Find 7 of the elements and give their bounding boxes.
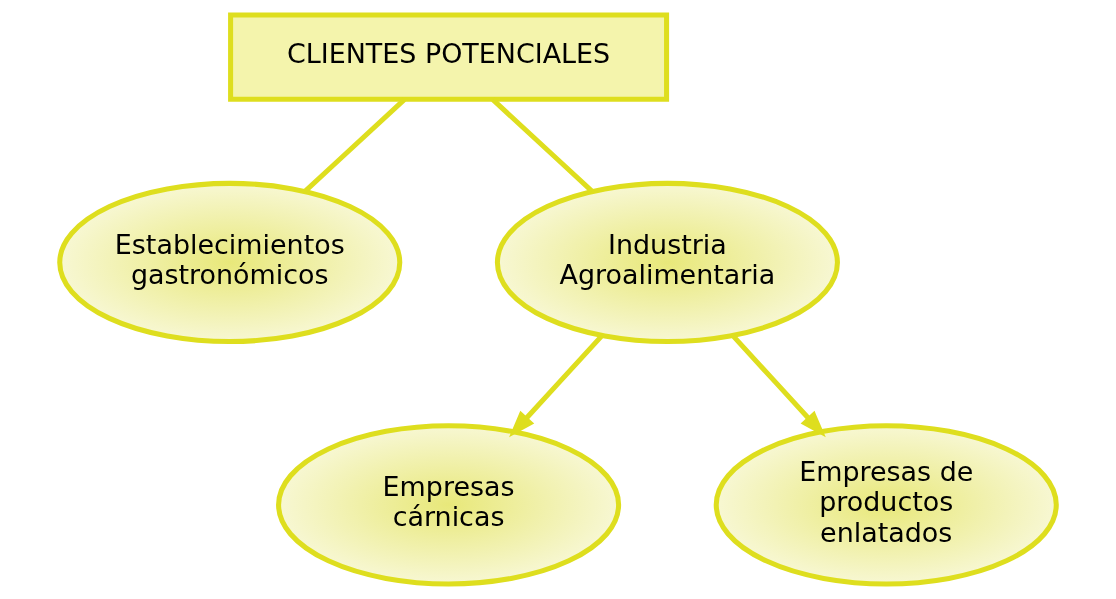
node-ellipse: Industria Agroalimentaria	[494, 180, 840, 345]
arrow	[731, 334, 826, 438]
node-box: CLIENTES POTENCIALES	[228, 12, 670, 102]
node-ellipse: Empresas cárnicas	[276, 423, 622, 587]
node-ellipse: Establecimientos gastronómicos	[57, 180, 403, 345]
node-ellipse: Empresas de productos enlatados	[713, 423, 1059, 587]
arrow	[509, 334, 604, 438]
